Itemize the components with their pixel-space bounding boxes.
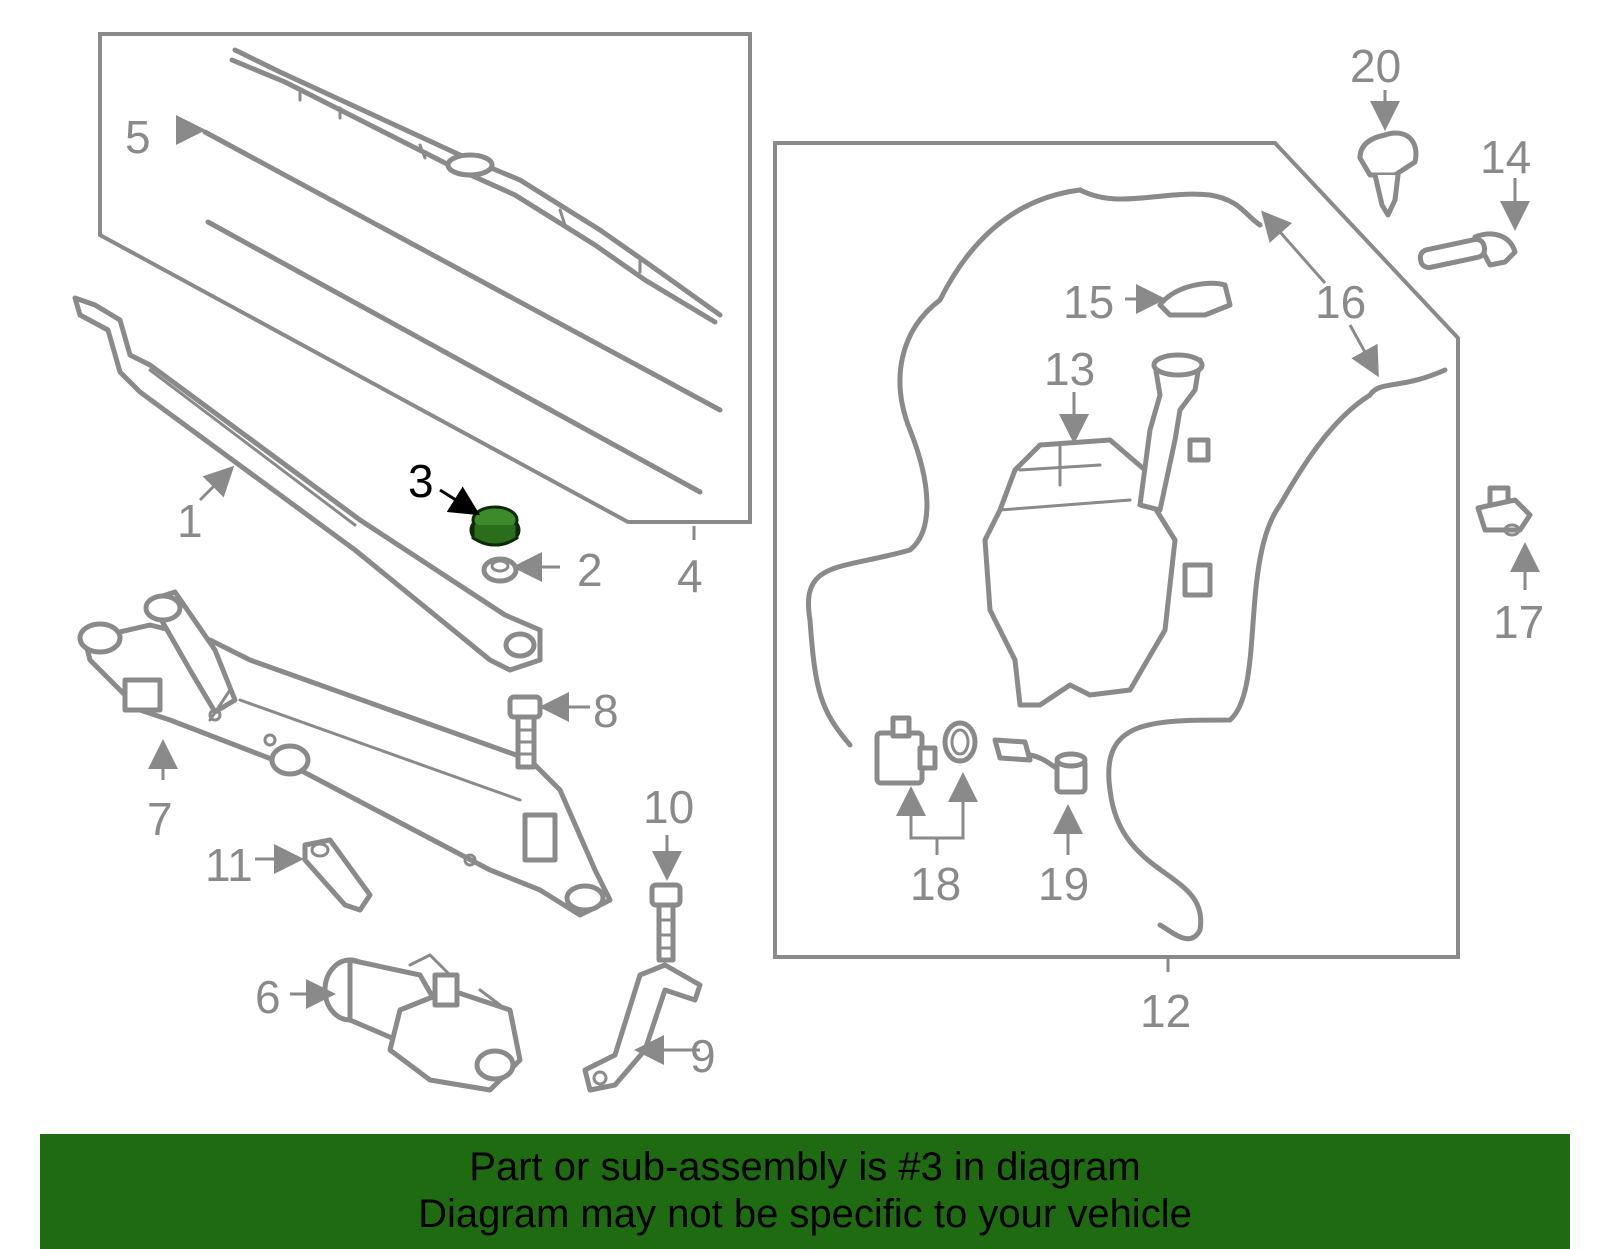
callout-16: 16 (1315, 276, 1366, 328)
clip-20[interactable] (1357, 130, 1419, 218)
washer-reservoir-13[interactable] (982, 352, 1213, 708)
reservoir-cap-15[interactable] (1157, 280, 1233, 318)
callout-4: 4 (677, 550, 703, 602)
callout-19: 19 (1038, 858, 1089, 910)
wiper-blade[interactable] (229, 47, 723, 325)
wiper-linkage[interactable] (77, 589, 613, 918)
callout-18: 18 (910, 858, 961, 910)
callout-5: 5 (125, 111, 151, 163)
wiper-motor-6[interactable] (322, 953, 523, 1093)
level-sensor-19[interactable] (992, 737, 1088, 795)
callout-17: 17 (1493, 596, 1544, 648)
wiper-arm[interactable] (72, 295, 543, 673)
washer-kit-box (773, 141, 1460, 959)
blade-kit-box (98, 32, 752, 524)
washer-hose-top[interactable] (1077, 187, 1263, 228)
blade-refill-5[interactable] (202, 129, 723, 413)
pump-grommet[interactable] (942, 720, 978, 764)
callout-10: 10 (643, 781, 694, 833)
bolt-10[interactable] (649, 882, 683, 963)
banner-line-1: Part or sub-assembly is #3 in diagram (469, 1145, 1141, 1189)
callout-11: 11 (205, 839, 253, 891)
callout-1: 1 (177, 495, 203, 547)
callout-6: 6 (255, 971, 281, 1023)
callout-12: 12 (1140, 985, 1191, 1037)
washer-hose-right[interactable] (1106, 367, 1448, 942)
connector-17[interactable] (1475, 485, 1533, 537)
callout-13: 13 (1044, 343, 1095, 395)
callout-7: 7 (147, 793, 173, 845)
bolt-14[interactable] (1417, 231, 1518, 271)
callout-9: 9 (690, 1030, 716, 1082)
callout-2: 2 (577, 544, 603, 596)
bracket-11[interactable] (302, 837, 373, 913)
blade-refill-lower[interactable] (205, 219, 703, 495)
bolt-8[interactable] (507, 694, 543, 770)
info-banner: Part or sub-assembly is #3 in diagram Di… (40, 1134, 1570, 1249)
washer-hose-left[interactable] (806, 187, 1083, 748)
callout-15: 15 (1063, 276, 1114, 328)
nut-2[interactable] (481, 556, 519, 584)
washer-pump-18[interactable] (874, 715, 938, 786)
pivot-cap-3[interactable] (469, 505, 521, 547)
bracket-9[interactable] (582, 962, 703, 1093)
banner-line-2: Diagram may not be specific to your vehi… (418, 1192, 1192, 1236)
callout-8: 8 (593, 685, 619, 737)
callout-3: 3 (408, 455, 434, 507)
callout-20: 20 (1350, 40, 1401, 92)
callout-14: 14 (1480, 131, 1531, 183)
